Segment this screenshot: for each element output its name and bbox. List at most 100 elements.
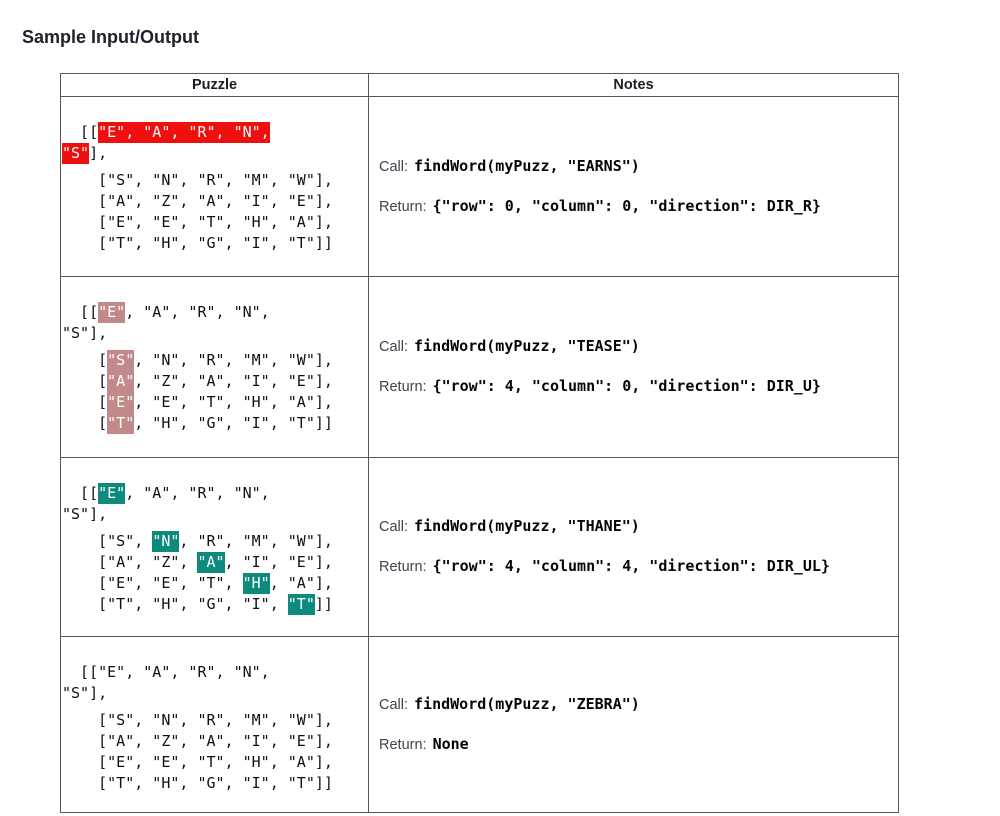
puzzle-line: ["E", "E", "T", "H", "A"],	[62, 392, 368, 413]
puzzle-line: [["E", "A", "R", "N",	[62, 122, 368, 143]
puzzle-text: , "A", "R", "N",	[125, 303, 270, 321]
puzzle-text: , "A"],	[269, 574, 333, 592]
puzzle-text: ]]	[314, 595, 333, 613]
notes-cell: Call: findWord(myPuzz, "EARNS") Return:{"r…	[368, 96, 899, 277]
puzzle-text: "S"],	[62, 324, 108, 342]
puzzle-text: [[	[62, 303, 99, 321]
sample-io-table: Puzzle Notes [["E", "A", "R", "N","S"], …	[60, 73, 899, 813]
notes-cell: Call: findWord(myPuzz, "TEASE") Return: {"r…	[368, 276, 899, 458]
highlighted-letter: "E"	[107, 392, 135, 413]
puzzle-text: [	[62, 393, 108, 411]
column-header-notes: Notes	[368, 73, 899, 97]
puzzle-text: , "H", "G", "I", "T"]]	[134, 414, 333, 432]
highlighted-letter: "T"	[287, 594, 315, 615]
return-line: Return:None	[369, 735, 898, 755]
puzzle-line: [["E", "A", "R", "N",	[62, 483, 368, 504]
puzzle-line: ["A", "Z", "A", "I", "E"],	[62, 371, 368, 392]
puzzle-text: , "I", "E"],	[224, 553, 333, 571]
notes-cell: Call: findWord(myPuzz, "THANE") Return: {"r…	[368, 457, 899, 637]
puzzle-code: [["E", "A", "R", "N","S"], ["S", "N", "R…	[61, 277, 368, 434]
note-code: {"row": 4, "column": 4, "direction": DIR…	[432, 557, 830, 575]
highlighted-letter: "H"	[242, 573, 270, 594]
puzzle-text: , "Z", "A", "I", "E"],	[134, 372, 333, 390]
puzzle-code: [["E", "A", "R", "N","S"], ["S", "N", "R…	[61, 97, 368, 254]
puzzle-text: ["E", "E", "T", "H", "A"],	[62, 753, 333, 771]
note-label: Return:	[379, 379, 427, 395]
puzzle-code: [["E", "A", "R", "N", "S"], ["S", "N", "R…	[61, 637, 368, 794]
puzzle-text: [["E", "A", "R", "N",	[62, 663, 270, 681]
puzzle-line: ["S", "N", "R", "M", "W"],	[62, 531, 368, 552]
note-code: findWord(myPuzz, "THANE")	[414, 517, 640, 535]
puzzle-line: ["S", "N", "R", "M", "W"],	[62, 350, 368, 371]
highlighted-letter: "S"	[62, 143, 90, 164]
note-code: findWord(myPuzz, "TEASE")	[414, 337, 640, 355]
note-label: Call:	[379, 158, 409, 175]
puzzle-line: ["S", "N", "R", "M", "W"],	[62, 710, 368, 731]
puzzle-line: ["A", "Z", "A", "I", "E"],	[62, 552, 368, 573]
puzzle-text: ["T", "H", "G", "I", "T"]]	[62, 774, 333, 792]
puzzle-text: ["S", "N", "R", "M", "W"],	[62, 711, 333, 729]
puzzle-text: ["A", "Z", "A", "I", "E"],	[62, 192, 333, 210]
puzzle-line: ["S", "N", "R", "M", "W"],	[62, 170, 368, 191]
puzzle-line: [["E", "A", "R", "N",	[62, 662, 368, 683]
return-line: Return: {"row": 4, "column": 0, "directio…	[369, 377, 898, 397]
puzzle-text: ["T", "H", "G", "I", "T"]]	[62, 234, 333, 252]
puzzle-text: [[	[62, 484, 99, 502]
highlighted-letter: "N"	[152, 531, 180, 552]
call-line: Call: findWord(myPuzz, "TEASE")	[369, 337, 898, 357]
puzzle-text: , "N", "R", "M", "W"],	[134, 351, 333, 369]
call-line: Call: findWord(myPuzz, "THANE")	[369, 517, 898, 537]
highlighted-letter: "T"	[107, 413, 135, 434]
page-title: Sample Input/Output	[22, 27, 199, 47]
puzzle-line: ["T", "H", "G", "I", "T"]]	[62, 594, 368, 615]
puzzle-text: "S"],	[62, 684, 108, 702]
puzzle-text: ["S", "N", "R", "M", "W"],	[62, 171, 333, 189]
notes-cell: Call: findWord(myPuzz, "ZEBRA") Return:Non…	[368, 636, 899, 813]
puzzle-cell: [["E", "A", "R", "N","S"], ["S", "N", "R…	[60, 276, 369, 458]
puzzle-text: ["S",	[62, 532, 153, 550]
puzzle-line: "S"],	[62, 143, 368, 164]
puzzle-line: ["A", "Z", "A", "I", "E"],	[62, 731, 368, 752]
puzzle-text: ["E", "E", "T", "H", "A"],	[62, 213, 333, 231]
note-label: Call:	[379, 339, 409, 355]
table-row: [["E", "A", "R", "N","S"], ["S", "N", "R…	[60, 96, 899, 277]
puzzle-text: ["A", "Z", "A", "I", "E"],	[62, 732, 333, 750]
puzzle-line: "S"],	[62, 323, 368, 344]
table-row: [["E", "A", "R", "N","S"], ["S", "N", "R…	[60, 457, 899, 637]
call-line: Call: findWord(myPuzz, "EARNS")	[369, 157, 898, 177]
note-label: Return:	[379, 559, 427, 575]
puzzle-text: , "E", "T", "H", "A"],	[134, 393, 333, 411]
note-label: Call:	[379, 696, 409, 713]
puzzle-cell: [["E", "A", "R", "N","S"], ["S", "N", "R…	[60, 96, 369, 277]
column-header-puzzle: Puzzle	[60, 73, 369, 97]
puzzle-line: ["T", "H", "G", "I", "T"]]	[62, 233, 368, 254]
puzzle-line: ["E", "E", "T", "H", "A"],	[62, 573, 368, 594]
return-line: Return: {"row": 4, "column": 4, "directio…	[369, 557, 898, 577]
puzzle-text: ["E", "E", "T",	[62, 574, 243, 592]
puzzle-line: ["T", "H", "G", "I", "T"]]	[62, 773, 368, 794]
note-label: Call:	[379, 519, 409, 535]
note-label: Return:	[379, 736, 427, 753]
table-header: Puzzle Notes	[60, 73, 899, 97]
puzzle-line: "S"],	[62, 683, 368, 704]
highlighted-letter: "E"	[98, 483, 126, 504]
table-row: [["E", "A", "R", "N","S"], ["S", "N", "R…	[60, 276, 899, 458]
puzzle-cell: [["E", "A", "R", "N","S"], ["S", "N", "R…	[60, 457, 369, 637]
call-line: Call: findWord(myPuzz, "ZEBRA")	[369, 695, 898, 715]
puzzle-line: ["E", "E", "T", "H", "A"],	[62, 212, 368, 233]
table-body: [["E", "A", "R", "N","S"], ["S", "N", "R…	[60, 96, 899, 813]
puzzle-line: ["A", "Z", "A", "I", "E"],	[62, 191, 368, 212]
puzzle-text: , "A", "R", "N",	[125, 484, 270, 502]
puzzle-line: ["E", "E", "T", "H", "A"],	[62, 752, 368, 773]
return-line: Return:{"row": 0, "column": 0, "directio…	[369, 197, 898, 217]
puzzle-text: [	[62, 372, 108, 390]
puzzle-text: , "R", "M", "W"],	[179, 532, 333, 550]
puzzle-text: ["T", "H", "G", "I",	[62, 595, 288, 613]
note-code: {"row": 4, "column": 0, "direction": DIR…	[432, 377, 821, 395]
highlighted-letter: "A"	[107, 371, 135, 392]
puzzle-text: ["A", "Z",	[62, 553, 198, 571]
note-code: findWord(myPuzz, "ZEBRA")	[414, 694, 640, 713]
note-code: findWord(myPuzz, "EARNS")	[414, 156, 640, 175]
puzzle-text: [[	[62, 123, 99, 141]
puzzle-line: "S"],	[62, 504, 368, 525]
